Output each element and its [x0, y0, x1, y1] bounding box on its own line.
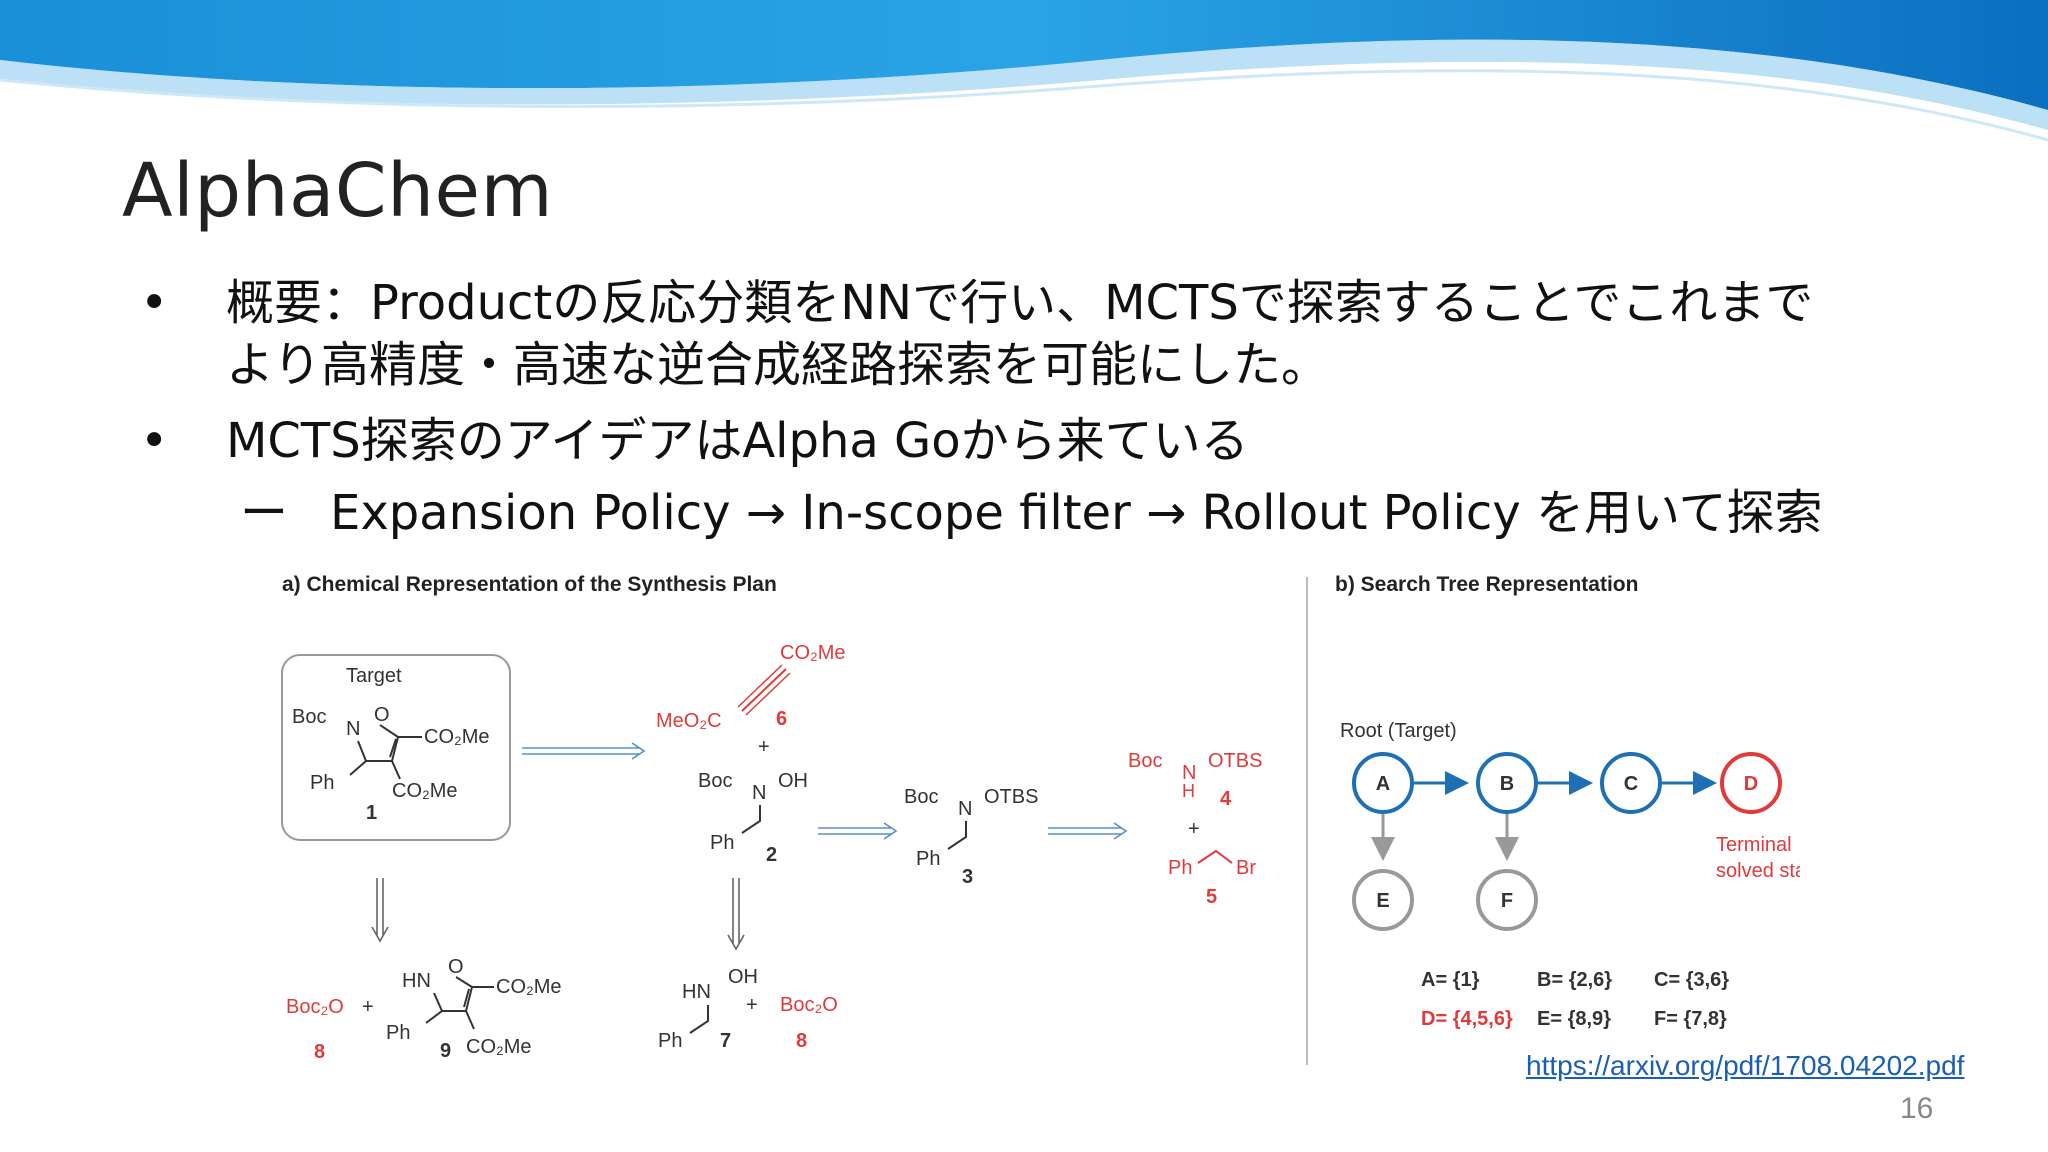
plus-sign: +	[1188, 818, 1200, 840]
compound-6: CO₂Me MeO₂C 6	[656, 642, 846, 732]
sub-bullet-text: Expansion Policy → In-scope filter → Rol…	[330, 485, 1823, 541]
set-f: F= {7,8}	[1654, 1008, 1727, 1030]
set-d: D= {4,5,6}	[1421, 1008, 1513, 1030]
header-wave-decoration	[0, 0, 2048, 142]
c2-oh: OH	[778, 770, 808, 792]
c7-num: 7	[720, 1030, 731, 1052]
c3-boc: Boc	[904, 786, 938, 808]
bullet-dot: •	[140, 275, 169, 331]
c6-left: MeO₂C	[656, 710, 722, 732]
c4-otbs: OTBS	[1208, 750, 1262, 772]
c8b-num: 8	[796, 1030, 807, 1052]
plus-sign: +	[746, 994, 758, 1016]
c4-boc: Boc	[1128, 750, 1162, 772]
paper-link[interactable]: https://arxiv.org/pdf/1708.04202.pdf	[1526, 1050, 1965, 1081]
c6-num: 6	[776, 708, 787, 730]
c9-o: O	[448, 956, 464, 978]
compound-3: Boc N OTBS Ph 3	[904, 786, 1038, 888]
tree-node-e-label: E	[1376, 890, 1389, 912]
panel-a-title: a) Chemical Representation of the Synthe…	[282, 573, 777, 596]
search-tree: Root (Target) A B C D E F Terminal solve…	[1340, 720, 1800, 931]
node-sets: A= {1} B= {2,6} C= {3,6} D= {4,5,6} E= {…	[1421, 969, 1729, 1030]
c8a-name: Boc₂O	[286, 996, 344, 1018]
compound-9: HN O CO₂Me Ph CO₂Me 9	[386, 956, 562, 1062]
c1-co2me-a: CO₂Me	[424, 726, 490, 748]
c2-n: N	[752, 782, 766, 804]
c4-num: 4	[1220, 788, 1232, 810]
c1-ph: Ph	[310, 772, 334, 794]
c3-num: 3	[962, 866, 973, 888]
tree-node-c	[1600, 752, 1662, 814]
c9-ph: Ph	[386, 1022, 410, 1044]
bullet-alphago: • MCTS探索のアイデアはAlpha Goから来ている	[140, 410, 1960, 472]
tree-node-d	[1720, 752, 1782, 814]
reaction-arrows	[371, 742, 1128, 951]
c5-num: 5	[1206, 886, 1217, 908]
c3-ph: Ph	[916, 848, 940, 870]
compound-8-left: Boc₂O 8	[286, 996, 344, 1063]
c6-top: CO₂Me	[780, 642, 846, 664]
sub-bullet-policy: ー Expansion Policy → In-scope filter → R…	[140, 482, 1960, 544]
set-b: B= {2,6}	[1537, 969, 1612, 991]
c9-co2me-a: CO₂Me	[496, 976, 562, 998]
c1-o: O	[374, 704, 390, 726]
bullet-list: • 概要：Productの反応分類をNNで行い、MCTSで探索することでこれまで…	[140, 272, 1960, 544]
tree-node-f	[1476, 869, 1538, 931]
c1-boc: Boc	[292, 706, 326, 728]
c7-ph: Ph	[658, 1030, 682, 1052]
c1-num: 1	[366, 802, 377, 824]
panel-b-title: b) Search Tree Representation	[1335, 573, 1638, 596]
set-e: E= {8,9}	[1537, 1008, 1611, 1030]
c2-boc: Boc	[698, 770, 732, 792]
compound-8-right: Boc₂O 8	[780, 994, 838, 1052]
compound-2: Boc N OH Ph 2	[698, 770, 808, 866]
slide-title: AlphaChem	[122, 148, 554, 234]
tree-node-a-label: A	[1376, 773, 1390, 795]
tree-node-d-label: D	[1744, 773, 1758, 795]
c8a-num: 8	[314, 1041, 325, 1063]
c4-n: N	[1182, 762, 1196, 784]
c5-br: Br	[1236, 857, 1256, 879]
set-a: A= {1}	[1421, 969, 1480, 991]
bullet-dot: •	[140, 413, 169, 469]
c2-num: 2	[766, 844, 777, 866]
bullet-line: より高精度・高速な逆合成経路探索を可能にした。	[226, 337, 1330, 393]
terminal-label-line1: Terminal	[1716, 834, 1792, 856]
set-c: C= {3,6}	[1654, 969, 1729, 991]
tree-node-b-label: B	[1500, 773, 1514, 795]
page-number: 16	[1900, 1092, 1934, 1125]
terminal-label-line2: solved state	[1716, 860, 1800, 882]
sub-bullet-dash: ー	[240, 485, 289, 541]
tree-root-label: Root (Target)	[1340, 720, 1457, 742]
c3-otbs: OTBS	[984, 786, 1038, 808]
compound-1-target: Target Boc N O CO₂Me Ph CO₂Me 1	[281, 654, 511, 841]
compound-7: HN OH Ph 7	[658, 966, 758, 1052]
tree-node-f-label: F	[1501, 890, 1513, 912]
c2-ph: Ph	[710, 832, 734, 854]
c4-h: H	[1182, 781, 1195, 801]
plus-sign: +	[362, 996, 374, 1018]
c9-co2me-b: CO₂Me	[466, 1036, 532, 1058]
c9-num: 9	[440, 1040, 451, 1062]
c5-ph: Ph	[1168, 857, 1192, 879]
compound-4: Boc N H OTBS 4	[1128, 750, 1262, 810]
bullet-line: MCTS探索のアイデアはAlpha Goから来ている	[226, 413, 1249, 469]
c8b-name: Boc₂O	[780, 994, 838, 1016]
bullet-summary: • 概要：Productの反応分類をNNで行い、MCTSで探索することでこれまで…	[140, 272, 1960, 396]
tree-node-b	[1476, 752, 1538, 814]
tree-node-e	[1352, 869, 1414, 931]
compound-5: Ph Br 5	[1168, 849, 1256, 908]
target-label: Target	[346, 665, 402, 687]
plus-sign: +	[758, 736, 770, 758]
bullet-line: 概要：Productの反応分類をNNで行い、MCTSで探索することでこれまで	[226, 275, 1814, 331]
c7-hn: HN	[682, 981, 711, 1003]
c7-oh: OH	[728, 966, 758, 988]
synthesis-figure: a) Chemical Representation of the Synthe…	[281, 573, 1800, 1065]
tree-node-a	[1352, 752, 1414, 814]
c3-n: N	[958, 798, 972, 820]
c9-hn: HN	[402, 970, 431, 992]
tree-node-c-label: C	[1624, 773, 1638, 795]
c1-co2me-b: CO₂Me	[392, 780, 458, 802]
c1-n: N	[346, 718, 360, 740]
